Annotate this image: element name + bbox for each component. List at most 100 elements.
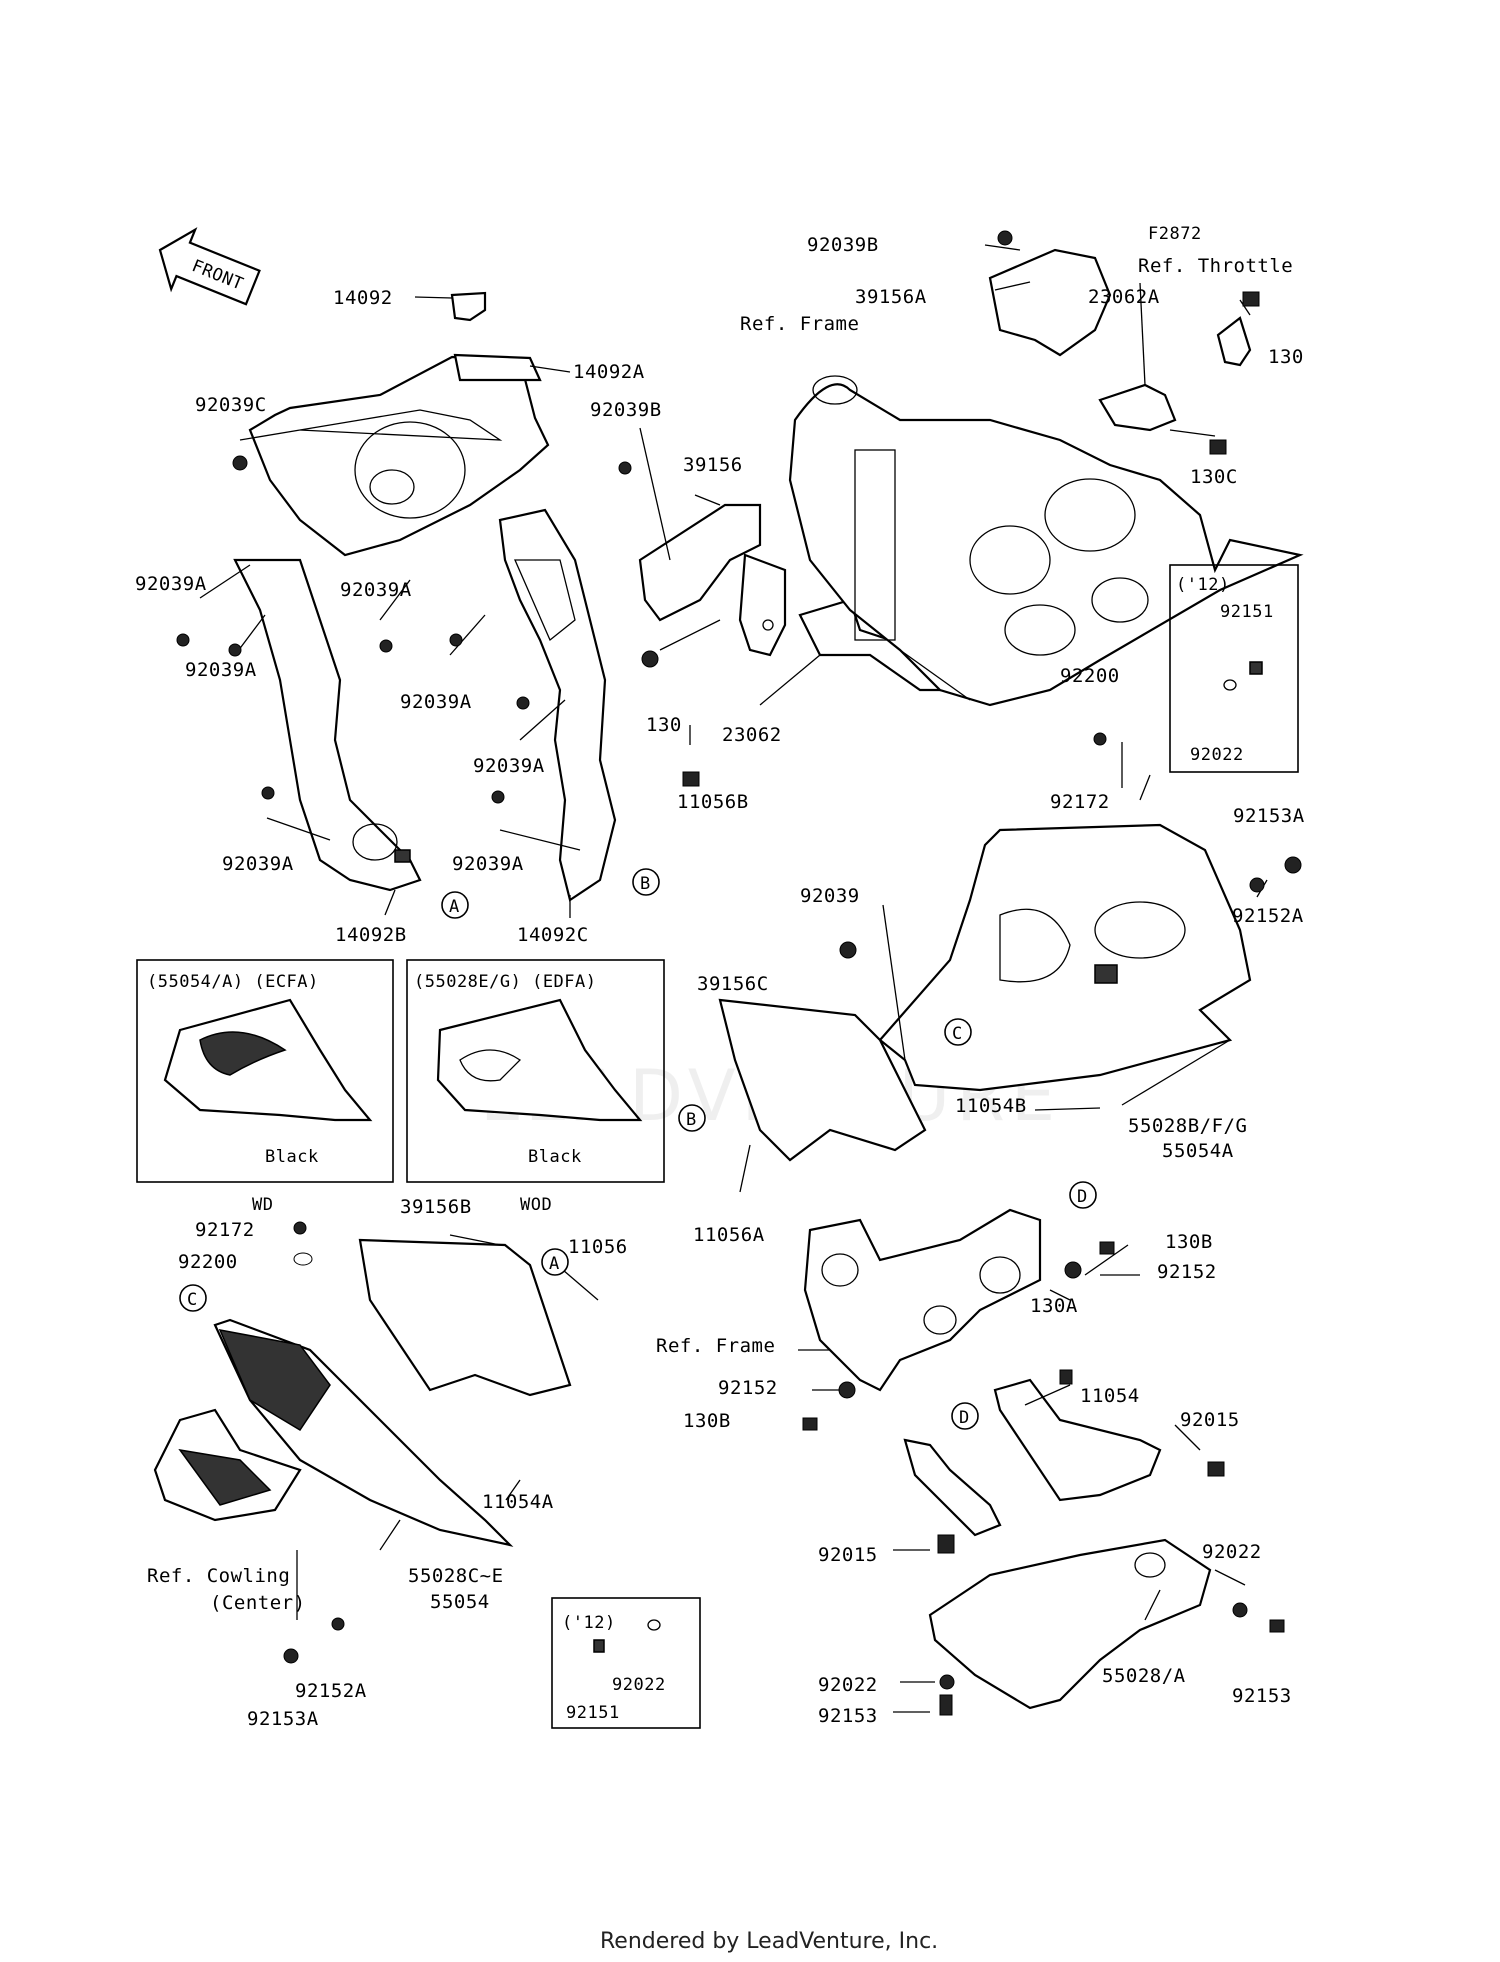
part-label-43: 130A	[1030, 1295, 1078, 1317]
part-label-51: 92022	[818, 1674, 878, 1696]
inset-top-part-1: 92151	[1220, 602, 1274, 622]
inset-top-year: ('12)	[1176, 575, 1230, 595]
inner-cover-39156c	[718, 998, 927, 1162]
lower-cowl-55028a	[928, 1538, 1212, 1710]
ref-circle-b-1: B	[640, 874, 651, 894]
part-label-26: 92039	[800, 885, 860, 907]
ref-circle-b-2: B	[686, 1110, 697, 1130]
part-label-50: 55028/A	[1102, 1665, 1186, 1687]
inset-ecfa-title: (55054/A) (ECFA)	[147, 972, 319, 992]
part-label-42: 92152	[1157, 1261, 1217, 1283]
part-label-24: 92153A	[1233, 805, 1305, 827]
hardware-fasteners	[176, 230, 1302, 1716]
part-label-9: 92039A	[452, 853, 524, 875]
part-label-20: 130	[1268, 346, 1304, 368]
figure-code: F2872	[1148, 224, 1202, 244]
part-label-37: 55028C~E	[408, 1565, 504, 1587]
part-label-3: 92039A	[135, 573, 207, 595]
inset-bottom-year: ('12)	[562, 1613, 616, 1633]
part-label-34: 39156B	[400, 1196, 472, 1218]
ref-circle-a-1: A	[449, 897, 460, 917]
inset-12-bottom: ('12) 92022 92151	[551, 1597, 701, 1729]
part-label-31: 11056A	[693, 1224, 765, 1246]
ref-circles: A B C B D A C D	[179, 868, 1097, 1430]
ref-circle-a-2: A	[549, 1254, 560, 1274]
part-label-40: 92153A	[247, 1708, 319, 1730]
frame-bottom	[803, 1208, 1042, 1392]
frame-top	[788, 375, 1304, 707]
part-label-5: 92039A	[340, 579, 412, 601]
part-label-35: 11056	[568, 1236, 628, 1258]
part-label-19: 23062A	[1088, 286, 1160, 308]
footer-credit: Rendered by LeadVenture, Inc.	[600, 1929, 938, 1954]
part-label-23: 92172	[1050, 791, 1110, 813]
part-label-30: 55054A	[1162, 1140, 1234, 1162]
part-label-48: 92015	[818, 1544, 878, 1566]
ref-frame-top-label: Ref. Frame	[740, 313, 859, 335]
inner-duct-upper-14092a	[248, 353, 550, 557]
inner-cover-14092b	[233, 558, 422, 892]
inset-panel-ecfa: (55054/A) (ECFA) Black	[136, 959, 394, 1183]
ref-circle-d-1: D	[1077, 1187, 1088, 1207]
ref-throttle-label: Ref. Throttle	[1138, 255, 1293, 277]
part-label-10: 14092B	[335, 924, 407, 946]
part-label-14: 130	[646, 714, 682, 736]
ref-circle-d-2: D	[959, 1408, 970, 1428]
stay-11054	[903, 1378, 1162, 1537]
part-label-13: 39156	[683, 454, 743, 476]
inset-edfa-caption: WOD	[520, 1195, 552, 1215]
cowling-center-ref	[153, 1408, 302, 1522]
part-label-0: 14092	[333, 287, 393, 309]
part-label-41: 130B	[1165, 1231, 1213, 1253]
part-label-11: 14092C	[517, 924, 589, 946]
bracket-39156a	[988, 248, 1112, 357]
ref-cowling-label: Ref. Cowling	[147, 1565, 290, 1587]
throttle-bracket	[1216, 316, 1252, 367]
part-label-27: 39156C	[697, 973, 769, 995]
inner-cover-39156b	[358, 1238, 572, 1397]
bracket-23062a	[1098, 383, 1177, 432]
part-label-53: 92153	[818, 1705, 878, 1727]
part-label-46: 11054	[1080, 1385, 1140, 1407]
part-label-8: 92039A	[222, 853, 294, 875]
part-label-7: 92039A	[473, 755, 545, 777]
part-label-32: 92172	[195, 1219, 255, 1241]
inset-panel-edfa: (55028E/G) (EDFA) Black	[406, 959, 665, 1183]
part-label-12: 92039B	[590, 399, 662, 421]
part-label-28: 11054B	[955, 1095, 1027, 1117]
part-label-18: 39156A	[855, 286, 927, 308]
inset-12-top: ('12) 92151 92022	[1169, 564, 1299, 773]
part-labels: 14092 14092A 92039C 92039A 92039A 92039A…	[135, 234, 1305, 1730]
part-label-39: 92152A	[295, 1680, 367, 1702]
ref-circle-c-1: C	[952, 1024, 963, 1044]
inset-bottom-part-1: 92022	[612, 1675, 666, 1695]
part-label-44: 92152	[718, 1377, 778, 1399]
part-label-16: 11056B	[677, 791, 749, 813]
inset-bottom-part-2: 92151	[566, 1703, 620, 1723]
ref-circle-c-2: C	[187, 1290, 198, 1310]
part-label-45: 130B	[683, 1410, 731, 1432]
part-label-4: 92039A	[185, 659, 257, 681]
ref-frame-bottom-label: Ref. Frame	[656, 1335, 775, 1357]
part-label-25: 92152A	[1232, 905, 1304, 927]
inset-ecfa-caption: WD	[252, 1195, 273, 1215]
bracket-39156	[638, 503, 787, 657]
inset-edfa-color: Black	[528, 1147, 582, 1167]
part-label-36: 11054A	[482, 1491, 554, 1513]
ref-cowling-sub-label: (Center)	[210, 1592, 306, 1614]
front-arrow-icon: FRONT	[158, 227, 261, 306]
leader-lines	[199, 244, 1268, 1713]
side-cowl-55028bfg	[878, 823, 1252, 1092]
part-label-1: 14092A	[573, 361, 645, 383]
side-cowl-lower-55028c	[213, 1318, 514, 1547]
part-label-49: 92022	[1202, 1541, 1262, 1563]
part-label-22: 92200	[1060, 665, 1120, 687]
part-label-15: 23062	[722, 724, 782, 746]
inset-edfa-title: (55028E/G) (EDFA)	[414, 972, 597, 992]
part-label-21: 130C	[1190, 466, 1238, 488]
part-label-47: 92015	[1180, 1409, 1240, 1431]
part-label-33: 92200	[178, 1251, 238, 1273]
inset-ecfa-color: Black	[265, 1147, 319, 1167]
part-label-29: 55028B/F/G	[1128, 1115, 1247, 1137]
